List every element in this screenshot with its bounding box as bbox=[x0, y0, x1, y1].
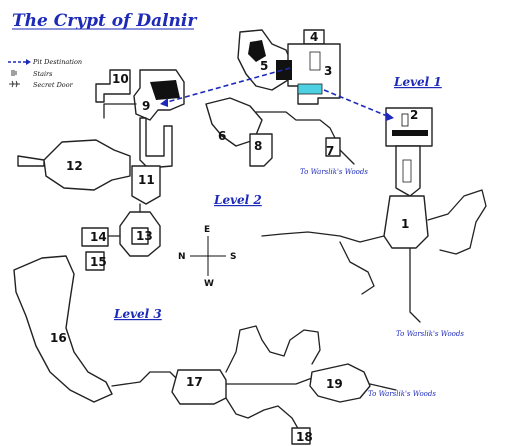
route-arrow-room2 bbox=[386, 112, 394, 121]
room-label-6: 6 bbox=[218, 129, 226, 143]
map-title: The Crypt of Dalnir bbox=[12, 11, 197, 31]
legend: Pit Destination Stairs Secret Door bbox=[8, 58, 82, 89]
compass-west: W bbox=[204, 279, 214, 289]
room-2-tomb bbox=[401, 113, 409, 127]
room-12 bbox=[17, 139, 131, 191]
room-label-13: 13 bbox=[136, 229, 153, 243]
room-8 bbox=[249, 133, 273, 167]
corridor-17-19 bbox=[225, 377, 313, 385]
level-1-label: Level 1 bbox=[393, 75, 442, 89]
cave-5-pit bbox=[248, 40, 266, 62]
stairs-icon bbox=[11, 70, 17, 76]
cave-level1-west bbox=[261, 231, 385, 295]
room-3-highlight bbox=[297, 83, 323, 95]
corridor-17-north bbox=[225, 325, 321, 373]
room-2 bbox=[385, 107, 433, 147]
room-label-4: 4 bbox=[310, 30, 318, 44]
room-label-15: 15 bbox=[90, 255, 107, 269]
exit-label-level1: To Warslik's Woods bbox=[396, 330, 464, 338]
room-17 bbox=[171, 369, 227, 405]
room-label-10: 10 bbox=[112, 72, 129, 86]
room-label-12: 12 bbox=[66, 159, 83, 173]
corridor-19-exit bbox=[369, 383, 397, 391]
corridor-1-exit bbox=[409, 247, 421, 323]
room-label-9: 9 bbox=[142, 99, 150, 113]
room-label-7: 7 bbox=[326, 144, 334, 158]
room-3-inner bbox=[309, 51, 321, 71]
room-9-pit bbox=[150, 80, 180, 100]
exit-label-level2: To Warslik's Woods bbox=[300, 168, 368, 176]
legend-stairs: Stairs bbox=[33, 70, 53, 78]
cave-level1-east bbox=[427, 189, 487, 255]
legend-secret-door: Secret Door bbox=[33, 81, 74, 89]
room-16 bbox=[13, 255, 113, 403]
legend-destination: Pit Destination bbox=[32, 58, 82, 66]
corridor-9-west bbox=[103, 103, 137, 119]
room-label-14: 14 bbox=[90, 230, 107, 244]
level-3-label: Level 3 bbox=[113, 307, 162, 321]
room-15 bbox=[85, 251, 105, 271]
secret-door-icon bbox=[9, 80, 20, 88]
corridor-2-1-stair bbox=[402, 159, 412, 183]
corridor-16-17 bbox=[111, 371, 179, 387]
corridor-17-south bbox=[225, 397, 301, 433]
room-10 bbox=[95, 69, 131, 103]
room-11 bbox=[131, 165, 161, 205]
compass-south: S bbox=[230, 252, 236, 262]
room-13-core bbox=[131, 227, 149, 245]
room-14 bbox=[81, 227, 109, 247]
room-label-1: 1 bbox=[401, 217, 409, 231]
room-label-5: 5 bbox=[260, 59, 268, 73]
route-arrow-room9 bbox=[160, 98, 168, 107]
room-label-18: 18 bbox=[296, 430, 313, 444]
corridor-6-7 bbox=[255, 111, 337, 141]
exit-label-level3: To Warslik's Woods bbox=[368, 390, 436, 398]
room-label-2: 2 bbox=[410, 108, 418, 122]
room-label-16: 16 bbox=[50, 331, 67, 345]
room-7 bbox=[325, 137, 341, 157]
compass-north: N bbox=[178, 252, 186, 262]
room-label-3: 3 bbox=[324, 64, 332, 78]
room-label-19: 19 bbox=[326, 377, 343, 391]
corridor-9-11 bbox=[139, 117, 173, 169]
room-18 bbox=[291, 427, 311, 445]
compass bbox=[190, 236, 226, 276]
pit-route bbox=[159, 67, 393, 119]
room-label-17: 17 bbox=[186, 375, 203, 389]
compass-east: E bbox=[204, 225, 210, 235]
room-2-bar bbox=[392, 130, 428, 136]
arrowhead-icon bbox=[26, 59, 31, 65]
room-label-8: 8 bbox=[254, 139, 262, 153]
corridor-7-exit bbox=[339, 149, 355, 165]
level-2-label: Level 2 bbox=[213, 193, 262, 207]
room-label-11: 11 bbox=[138, 173, 155, 187]
room-19 bbox=[309, 363, 371, 403]
room-3-pit bbox=[276, 60, 292, 80]
